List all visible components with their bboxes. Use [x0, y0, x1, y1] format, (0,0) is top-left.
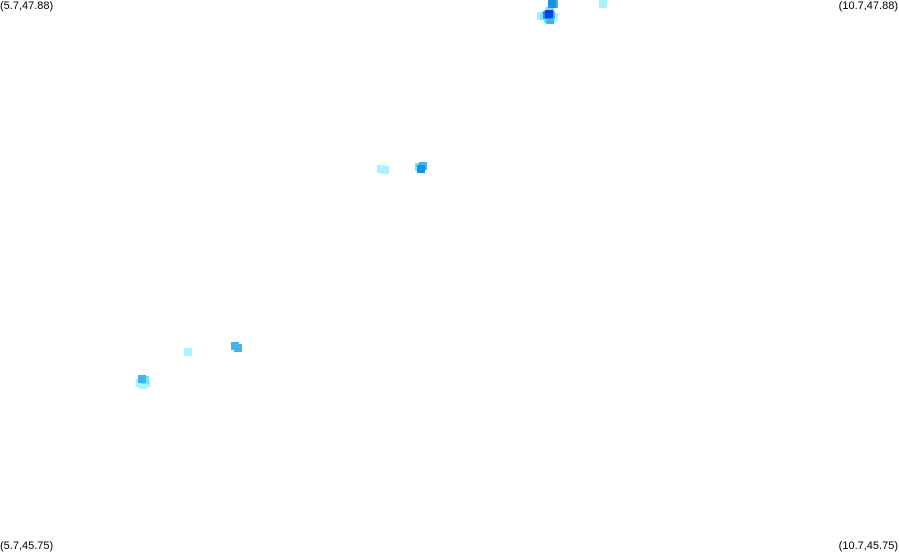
corner-label-bottom-left: (5.7,45.75) [0, 540, 54, 552]
heat-cell [417, 165, 425, 173]
corner-label-bottom-right: (10.7,45.75) [838, 540, 898, 552]
corner-label-top-right: (10.7,47.88) [838, 0, 898, 12]
heat-cell [234, 344, 242, 352]
heat-cell [546, 16, 554, 24]
heat-cell [548, 0, 556, 8]
heat-cell [545, 10, 553, 18]
heat-cell [599, 0, 607, 8]
heat-cell [184, 348, 192, 356]
heat-cell [138, 375, 146, 383]
corner-label-top-left: (5.7,47.88) [0, 0, 54, 12]
heat-cell [381, 166, 389, 174]
